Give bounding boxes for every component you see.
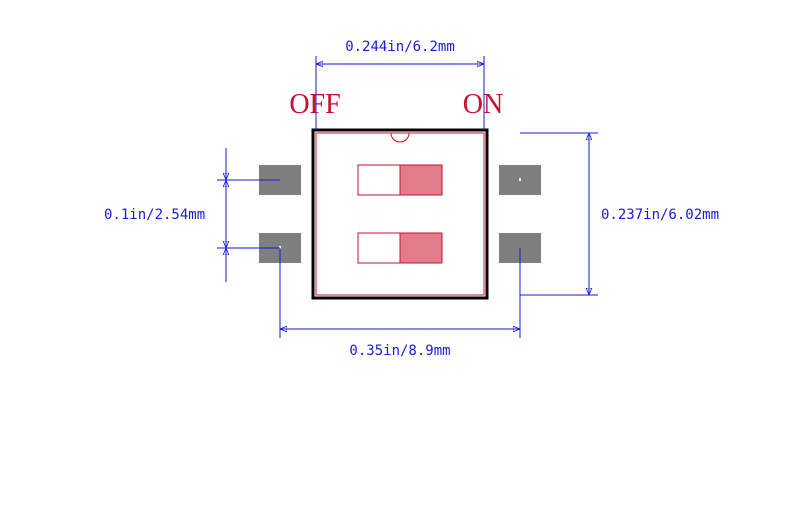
- pad-marker: [519, 178, 521, 181]
- pin-one-notch: [390, 132, 410, 143]
- switch-1-actuator: [399, 164, 443, 196]
- body-height-dimension: [520, 132, 598, 296]
- body-height-label: 0.237in/6.02mm: [601, 207, 719, 223]
- body-width-label: 0.244in/6.2mm: [345, 39, 455, 55]
- switch-body-outline: [311, 128, 489, 300]
- body-width-dimension: [315, 56, 485, 130]
- switch-2-actuator: [399, 232, 443, 264]
- pad-span-dimension: [279, 248, 521, 338]
- switch-body-inner-outline: [315, 132, 485, 296]
- pad-span-label: 0.35in/8.9mm: [349, 343, 450, 359]
- off-label: OFF: [289, 89, 340, 120]
- on-label: ON: [463, 89, 503, 120]
- pin-pitch-dimension: [217, 148, 280, 282]
- pin-pitch-label: 0.1in/2.54mm: [104, 207, 205, 223]
